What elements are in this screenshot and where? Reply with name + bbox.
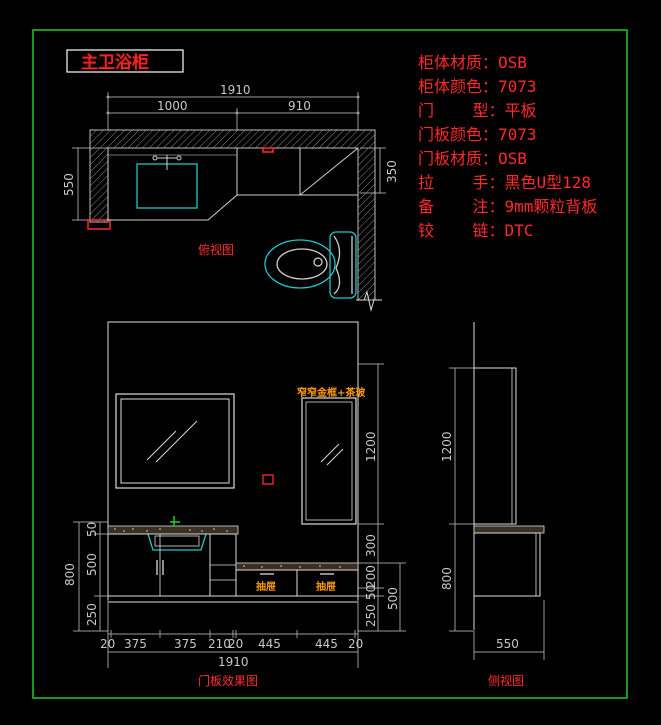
plan-view: 1910 1000 910 550 350 xyxy=(62,83,399,312)
dim-front-bottom: 20 xyxy=(100,637,115,651)
spec-line: 柜体材质：OSB xyxy=(418,53,527,72)
plan-view-label: 俯视图 xyxy=(198,242,234,257)
spec-line: 门 型：平板 xyxy=(418,101,537,120)
dim-front-right: 200 xyxy=(364,565,378,588)
dim-front-right-500: 500 xyxy=(386,587,400,610)
front-sink xyxy=(147,533,207,551)
tall-cabinet-label: 窄窄金框+茶玻 xyxy=(297,386,366,399)
faucet-icon xyxy=(152,155,182,170)
dim-side-1200: 1200 xyxy=(440,431,454,462)
side-countertop xyxy=(473,525,545,534)
drawer-label: 抽屉 xyxy=(316,580,336,593)
dim-front-right: 300 xyxy=(364,534,378,557)
dim-front-bottom: 20 xyxy=(228,637,243,651)
dim-front-left-total: 800 xyxy=(63,563,77,586)
dim-plan-depth-right: 350 xyxy=(385,160,399,183)
front-mirror xyxy=(115,393,235,489)
front-wall xyxy=(107,321,359,603)
dim-front-left: 250 xyxy=(85,603,99,626)
side-view: 1200 800 550 侧视图 xyxy=(440,322,545,688)
toilet-icon xyxy=(264,231,357,299)
drawing-frame xyxy=(32,29,628,699)
drawer-label: 抽屉 xyxy=(256,580,276,593)
dim-front-bottom: 375 xyxy=(124,637,147,651)
dim-side-800: 800 xyxy=(440,567,454,590)
dim-front-right: 1200 xyxy=(364,431,378,462)
faucet-icon xyxy=(170,516,180,526)
tall-cabinet xyxy=(301,397,357,525)
dim-plan-left: 1000 xyxy=(157,99,188,113)
dim-front-bottom: 445 xyxy=(258,637,281,651)
dim-front-left: 500 xyxy=(85,553,99,576)
dim-plan-total: 1910 xyxy=(220,83,251,97)
spec-line: 铰 链：DTC xyxy=(418,221,533,240)
spec-line: 门板颜色：7073 xyxy=(418,125,537,144)
spec-line: 门板材质：OSB xyxy=(418,149,527,168)
front-view-label: 门板效果图 xyxy=(198,673,258,688)
drawing-title: 主卫浴柜 xyxy=(81,52,149,73)
side-vanity xyxy=(473,532,541,597)
side-view-label: 侧视图 xyxy=(488,673,524,688)
dim-front-right: 250 xyxy=(364,604,378,627)
title-box xyxy=(66,49,184,73)
outlet-marker xyxy=(262,474,274,485)
dim-front-left: 50 xyxy=(85,522,99,537)
plan-marker xyxy=(262,147,274,153)
dim-front-bottom: 20 xyxy=(348,637,363,651)
plan-sink xyxy=(136,163,198,209)
dim-plan-depth-left: 550 xyxy=(62,173,76,196)
dim-front-bottom: 445 xyxy=(315,637,338,651)
plan-marker xyxy=(87,219,111,230)
break-symbol xyxy=(356,290,382,312)
spec-line: 拉 手：黑色U型128 xyxy=(418,173,591,192)
side-tall-cabinet xyxy=(473,367,517,525)
dim-plan-right: 910 xyxy=(288,99,311,113)
dim-front-right: 50 xyxy=(364,585,378,600)
dim-side-width: 550 xyxy=(496,637,519,651)
dim-front-total: 1910 xyxy=(218,655,249,669)
countertop xyxy=(107,525,239,535)
plan-cabinet-outline xyxy=(107,148,301,221)
spec-line: 柜体颜色：7073 xyxy=(418,77,537,96)
dim-front-bottom: 375 xyxy=(174,637,197,651)
spec-line: 备 注：9mm颗粒背板 xyxy=(418,197,597,216)
dim-front-bottom: 210 xyxy=(208,637,231,651)
spec-list: 柜体材质：OSB 柜体颜色：7073 门 型：平板 门板颜色：7073 门板材质… xyxy=(418,53,597,240)
front-view: 窄窄金框+茶玻 抽屉 抽屉 xyxy=(63,321,406,688)
